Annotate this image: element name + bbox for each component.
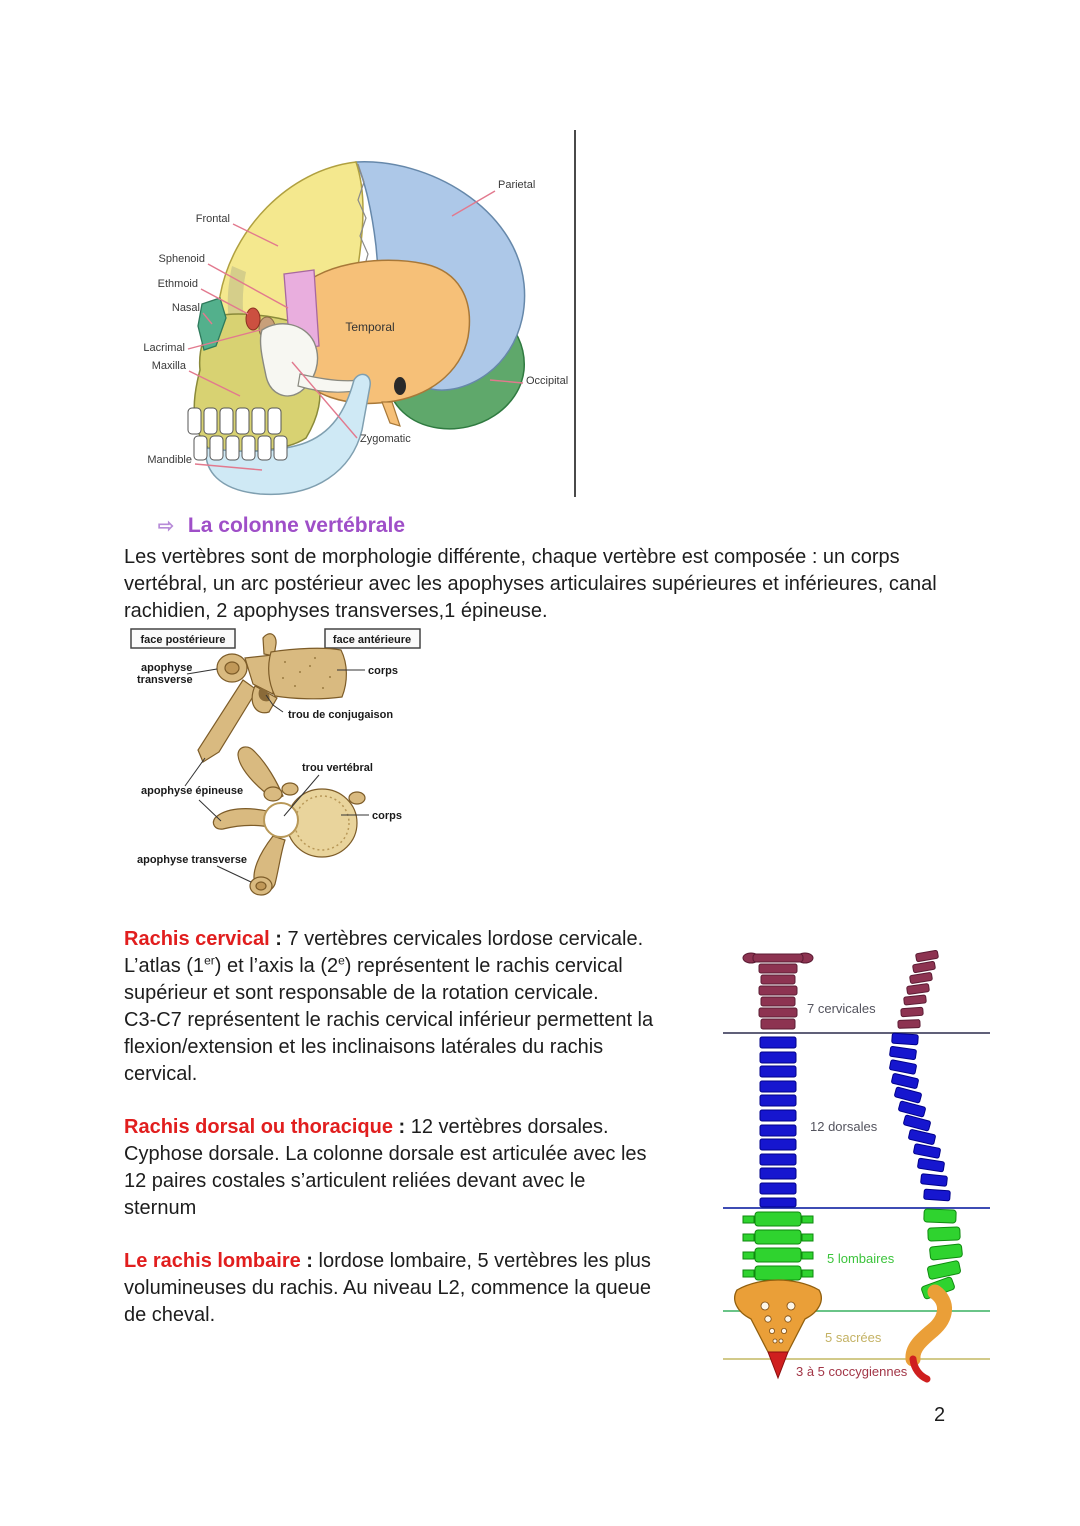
vertebra-side-view	[197, 633, 347, 763]
paragraph-text: volumineuses du rachis. Au niveau L2, co…	[124, 1277, 651, 1299]
paragraph-text: lordose lombaire, 5 vertèbres les plus	[318, 1250, 651, 1272]
intro-paragraph: Les vertèbres sont de morphologie différ…	[124, 544, 974, 625]
upper-teeth	[187, 407, 282, 435]
trou-vertebral-label: trou vertébral	[302, 762, 373, 774]
intro-line: Les vertèbres sont de morphologie différ…	[124, 546, 900, 568]
paragraph-rachis-lombaire: Le rachis lombaire : lordose lombaire, 5…	[124, 1248, 684, 1329]
ethmoid-bone	[245, 307, 261, 331]
apophyse-transverse-label-line1: apophyse	[141, 662, 192, 674]
paragraph-title: Le rachis lombaire	[124, 1250, 301, 1272]
trou-de-conjugaison-label: trou de conjugaison	[288, 709, 393, 721]
sphenoid-label: Sphenoid	[159, 253, 206, 265]
mandible-bone	[205, 373, 371, 496]
apophyse-transverse-label-line2: transverse	[137, 674, 193, 686]
face-posterieure-label: face postérieure	[141, 634, 226, 646]
spine-side-lumbar	[921, 1208, 963, 1300]
parietal-label: Parietal	[498, 179, 535, 191]
paragraph-title: Rachis dorsal ou thoracique	[124, 1116, 393, 1138]
lacrimal-label: Lacrimal	[143, 342, 185, 354]
section-heading-text: La colonne vertébrale	[187, 514, 405, 537]
paragraph-text: 12 vertèbres dorsales.	[410, 1116, 609, 1138]
frontal-label: Frontal	[196, 213, 230, 225]
sacrum-front	[734, 1279, 822, 1359]
paragraph-text: C3-C7 représentent le rachis cervical in…	[124, 1009, 654, 1031]
paragraph-text: cervical.	[124, 1063, 198, 1085]
spine-figure: 7 cervicales 12 dorsales 5 lombaires 5 s…	[723, 949, 990, 1383]
superscript: er	[204, 953, 215, 968]
occipital-label: Occipital	[526, 375, 568, 387]
spine-front-dorsal	[759, 1036, 797, 1208]
paragraph-text: supérieur et sont responsable de la rota…	[124, 982, 599, 1004]
mandible-label: Mandible	[147, 454, 192, 466]
skull-leader-lines	[187, 190, 524, 471]
paragraph-colon: :	[269, 928, 288, 950]
paragraph-rachis-cervical: Rachis cervical : 7 vertèbres cervicales…	[124, 926, 684, 1088]
paragraph-text: ) et l’axis la (2	[214, 955, 339, 977]
vertebra-side-speckles	[282, 657, 331, 689]
sacral-foramina	[760, 1301, 796, 1344]
vertebra-leader-lines	[184, 668, 369, 883]
paragraph-text: de cheval.	[124, 1304, 216, 1326]
ear-canal	[394, 377, 406, 395]
ethmoid-label: Ethmoid	[158, 278, 198, 290]
nasal-label: Nasal	[172, 302, 200, 314]
maxilla-label: Maxilla	[152, 360, 187, 372]
lower-teeth	[193, 435, 288, 461]
intro-line: vertébral, un arc postérieur avec les ap…	[124, 573, 937, 595]
intro-line: rachidien, 2 apophyses transverses,1 épi…	[124, 600, 548, 622]
vertebra-figure: face postérieure face antérieure	[130, 628, 421, 896]
paragraph-text: ) représentent le rachis cervical	[344, 955, 623, 977]
section-heading: ⇨ La colonne vertébrale	[158, 514, 405, 538]
arrow-bullet-icon: ⇨	[158, 515, 174, 537]
superscript: e	[338, 953, 345, 968]
coccyx-front	[767, 1351, 789, 1380]
apophyse-epineuse-label: apophyse épineuse	[141, 785, 243, 797]
face-posterieure-box	[130, 628, 236, 649]
temporal-label: Temporal	[345, 320, 394, 334]
paragraph-text: L’atlas (1	[124, 955, 205, 977]
corps-axial-label: corps	[372, 810, 402, 822]
paragraph-text: sternum	[124, 1197, 197, 1219]
corps-side-label: corps	[368, 665, 398, 677]
paragraph-text: flexion/extension et les inclinaisons la…	[124, 1036, 604, 1058]
paragraph-colon: :	[392, 1116, 411, 1138]
sacrees-label: 5 sacrées	[825, 1330, 882, 1345]
mastoid-process	[381, 401, 401, 427]
skull-figure: Frontal Sphenoid Ethmoid Nasal Lacrimal …	[143, 130, 576, 497]
face-anterieure-box	[324, 628, 421, 649]
paragraph-text: 7 vertèbres cervicales lordose cervicale…	[287, 928, 644, 950]
page-number: 2	[934, 1404, 946, 1426]
spine-front-cervical	[742, 952, 814, 1030]
vertebra-axial-view	[212, 746, 366, 896]
paragraph-rachis-dorsal: Rachis dorsal ou thoracique : 12 vertèbr…	[124, 1114, 684, 1222]
spine-side-cervical	[897, 949, 939, 1029]
paragraph-text: 12 paires costales s’articulent reliées …	[124, 1170, 586, 1192]
spine-side-dorsal	[889, 1032, 951, 1202]
face-anterieure-label: face antérieure	[333, 634, 411, 646]
sacrum-side	[905, 1284, 952, 1367]
dorsales-label: 12 dorsales	[810, 1119, 878, 1134]
lombaires-label: 5 lombaires	[827, 1251, 895, 1266]
paragraph-text: Cyphose dorsale. La colonne dorsale est …	[124, 1143, 647, 1165]
coccyx-side	[909, 1355, 931, 1383]
cervicales-label: 7 cervicales	[807, 1001, 876, 1016]
paragraph-title: Rachis cervical	[124, 928, 270, 950]
paragraph-colon: :	[300, 1250, 319, 1272]
zygomatic-label: Zygomatic	[360, 433, 411, 445]
coccygiennes-label: 3 à 5 coccygiennes	[796, 1364, 908, 1379]
apophyse-transverse-bottom-label: apophyse transverse	[137, 854, 247, 866]
